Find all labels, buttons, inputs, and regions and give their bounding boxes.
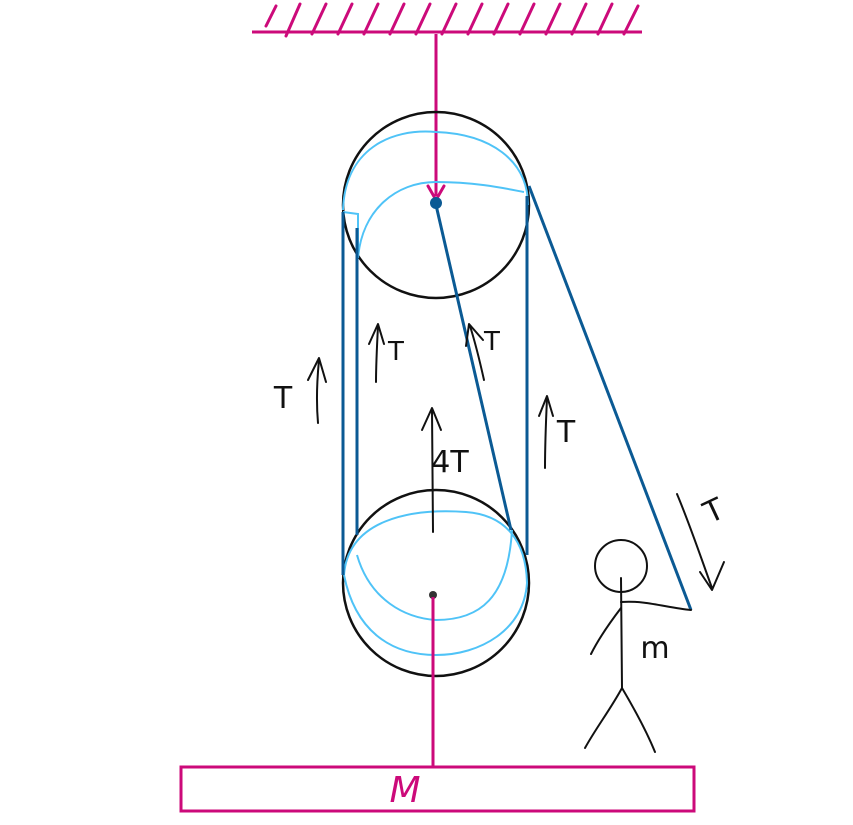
label-left-outer-tension: T [273,381,293,416]
label-pull-tension: T [697,491,730,531]
lower-pulley [341,488,531,678]
ceiling-support [252,2,642,38]
block-mass-label: M [389,770,420,811]
upper-pulley [341,110,531,300]
arrow-left-inner [368,323,385,383]
label-left-inner-tension: T [387,337,404,367]
label-lower-pulley-force: 4T [431,445,469,480]
rope-middle-diagonal [434,204,513,531]
arrow-lower-pulley-force [421,407,442,533]
tension-labels: T T T T 4T T [273,327,730,532]
arrow-middle [465,323,485,381]
label-middle-tension: T [483,327,500,357]
person-mass-label: m [640,631,669,666]
stick-figure-icon [584,539,692,753]
label-right-inner-tension: T [556,415,576,450]
arrow-left-outer [307,357,327,424]
arrow-pull [676,493,725,591]
tension-arrows [307,323,725,591]
rope [341,185,693,611]
mass-block: M [179,765,696,813]
upper-support-rod [426,34,446,204]
arrow-right-inner [538,395,554,469]
rope-pulled-by-person [527,185,693,611]
